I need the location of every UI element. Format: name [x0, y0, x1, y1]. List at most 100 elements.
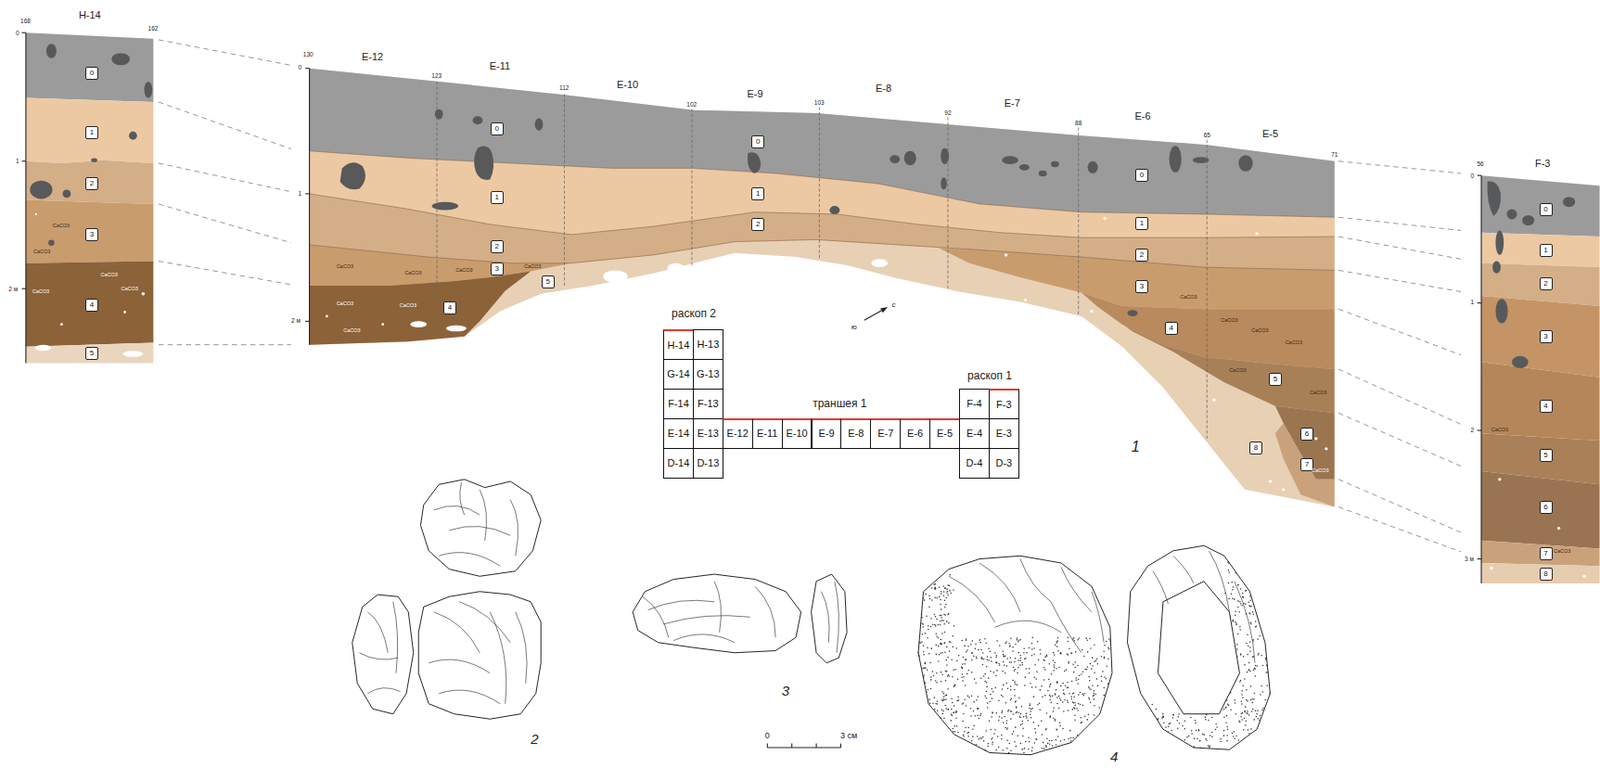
stipple-dot: [1190, 716, 1192, 719]
h14-column: [25, 200, 154, 264]
stipple-dot: [986, 702, 989, 704]
stipple-dot: [1000, 734, 1003, 737]
stipple-dot: [1088, 686, 1090, 689]
caco3-note: CaCO3: [1311, 468, 1329, 474]
stipple-dot: [1249, 650, 1252, 653]
caco3-note: CaCO3: [1285, 340, 1303, 346]
stipple-dot: [1059, 721, 1062, 724]
stipple-dot: [1011, 698, 1013, 701]
stipple-dot: [947, 688, 949, 691]
stipple-dot: [1013, 661, 1016, 664]
stipple-dot: [1002, 655, 1005, 658]
stipple-dot: [1056, 681, 1059, 684]
stipple-dot: [974, 715, 977, 717]
stipple-dot: [950, 698, 953, 701]
stipple-dot: [1109, 640, 1112, 642]
stipple-dot: [1068, 692, 1071, 695]
stipple-dot: [1078, 674, 1081, 677]
stipple-dot: [1248, 668, 1251, 671]
stipple-dot: [1243, 710, 1246, 713]
stipple-dot: [1177, 713, 1180, 716]
stipple-dot: [1081, 721, 1084, 724]
scale-bar: [305, 192, 309, 194]
stipple-dot: [1049, 695, 1052, 698]
stipple-dot: [1199, 740, 1202, 743]
f3-column: [1481, 540, 1600, 566]
stipple-dot: [1056, 729, 1059, 731]
stipple-dot: [1004, 642, 1007, 645]
lime-lens: [1024, 298, 1027, 302]
stipple-dot: [1088, 698, 1091, 701]
stipple-dot: [977, 695, 980, 698]
stipple-dot: [939, 603, 942, 606]
stipple-dot: [940, 592, 943, 595]
stipple-dot: [1162, 716, 1165, 718]
stone: [46, 43, 57, 58]
stipple-dot: [1240, 652, 1242, 655]
stipple-dot: [1049, 740, 1051, 743]
stone: [1495, 230, 1504, 256]
stipple-dot: [1041, 733, 1044, 736]
stipple-dot: [1055, 739, 1058, 742]
stipple-dot: [1025, 652, 1028, 654]
stipple-dot: [1002, 749, 1005, 752]
lime-lens: [381, 322, 384, 326]
stipple-dot: [960, 666, 963, 669]
stipple-dot: [934, 615, 937, 618]
stipple-dot: [944, 651, 947, 653]
stipple-dot: [953, 704, 956, 707]
elevation-mark: 103: [814, 100, 825, 107]
stipple-dot: [1007, 688, 1010, 691]
node-text: 3: [1139, 282, 1144, 291]
layer-number: 2: [85, 177, 99, 191]
node-text: 6: [1543, 503, 1548, 512]
stipple-dot: [1062, 682, 1064, 685]
stipple-dot: [1238, 611, 1241, 614]
stipple-dot: [972, 640, 974, 642]
stipple-dot: [993, 671, 996, 674]
layer-number: 4: [1539, 399, 1553, 413]
stipple-dot: [1066, 687, 1069, 690]
lime-lens: [1582, 575, 1586, 578]
lime-lens: [446, 325, 467, 333]
stipple-dot: [941, 674, 944, 677]
stipple-dot: [934, 588, 936, 590]
stipple-dot: [929, 598, 932, 601]
stipple-dot: [1103, 655, 1106, 658]
stipple-dot: [1054, 718, 1057, 721]
stipple-dot: [961, 679, 964, 682]
lime-lens: [1489, 477, 1586, 578]
lime-lens: [141, 292, 146, 296]
layer-number: 3: [85, 228, 99, 242]
stipple-dot: [1028, 667, 1031, 670]
lime-lens: [1268, 479, 1272, 483]
node-text: E-11: [756, 428, 778, 439]
stipple-dot: [1017, 712, 1020, 715]
stipple-dot: [1232, 620, 1235, 623]
stipple-dot: [1241, 718, 1243, 721]
stipple-dot: [991, 711, 994, 714]
section-name: H-14: [78, 10, 102, 21]
correlation-line: [1338, 507, 1461, 552]
stipple-dot: [930, 617, 933, 620]
stipple-dot: [1059, 652, 1062, 655]
stipple-dot: [924, 632, 927, 635]
stipple-dot: [961, 720, 964, 723]
stipple-dot: [1011, 650, 1014, 653]
stipple-dot: [1069, 729, 1072, 732]
stipple-dot: [1087, 640, 1089, 642]
stipple-dot: [987, 659, 990, 662]
grid-square: G-13: [692, 358, 724, 390]
scale-bar: [816, 743, 818, 748]
stipple-dot: [937, 660, 940, 663]
stipple-dot: [1096, 678, 1099, 680]
scale-bar: [305, 67, 309, 69]
stipple-dot: [1176, 719, 1178, 722]
stipple-dot: [940, 671, 943, 674]
node-text: F-3: [996, 399, 1012, 410]
stipple-dot: [1017, 652, 1020, 654]
stipple-dot: [1241, 700, 1243, 703]
elevation-mark: 71: [1331, 152, 1338, 159]
stipple-dot: [1045, 728, 1048, 730]
figure-number: 4: [1110, 749, 1118, 764]
